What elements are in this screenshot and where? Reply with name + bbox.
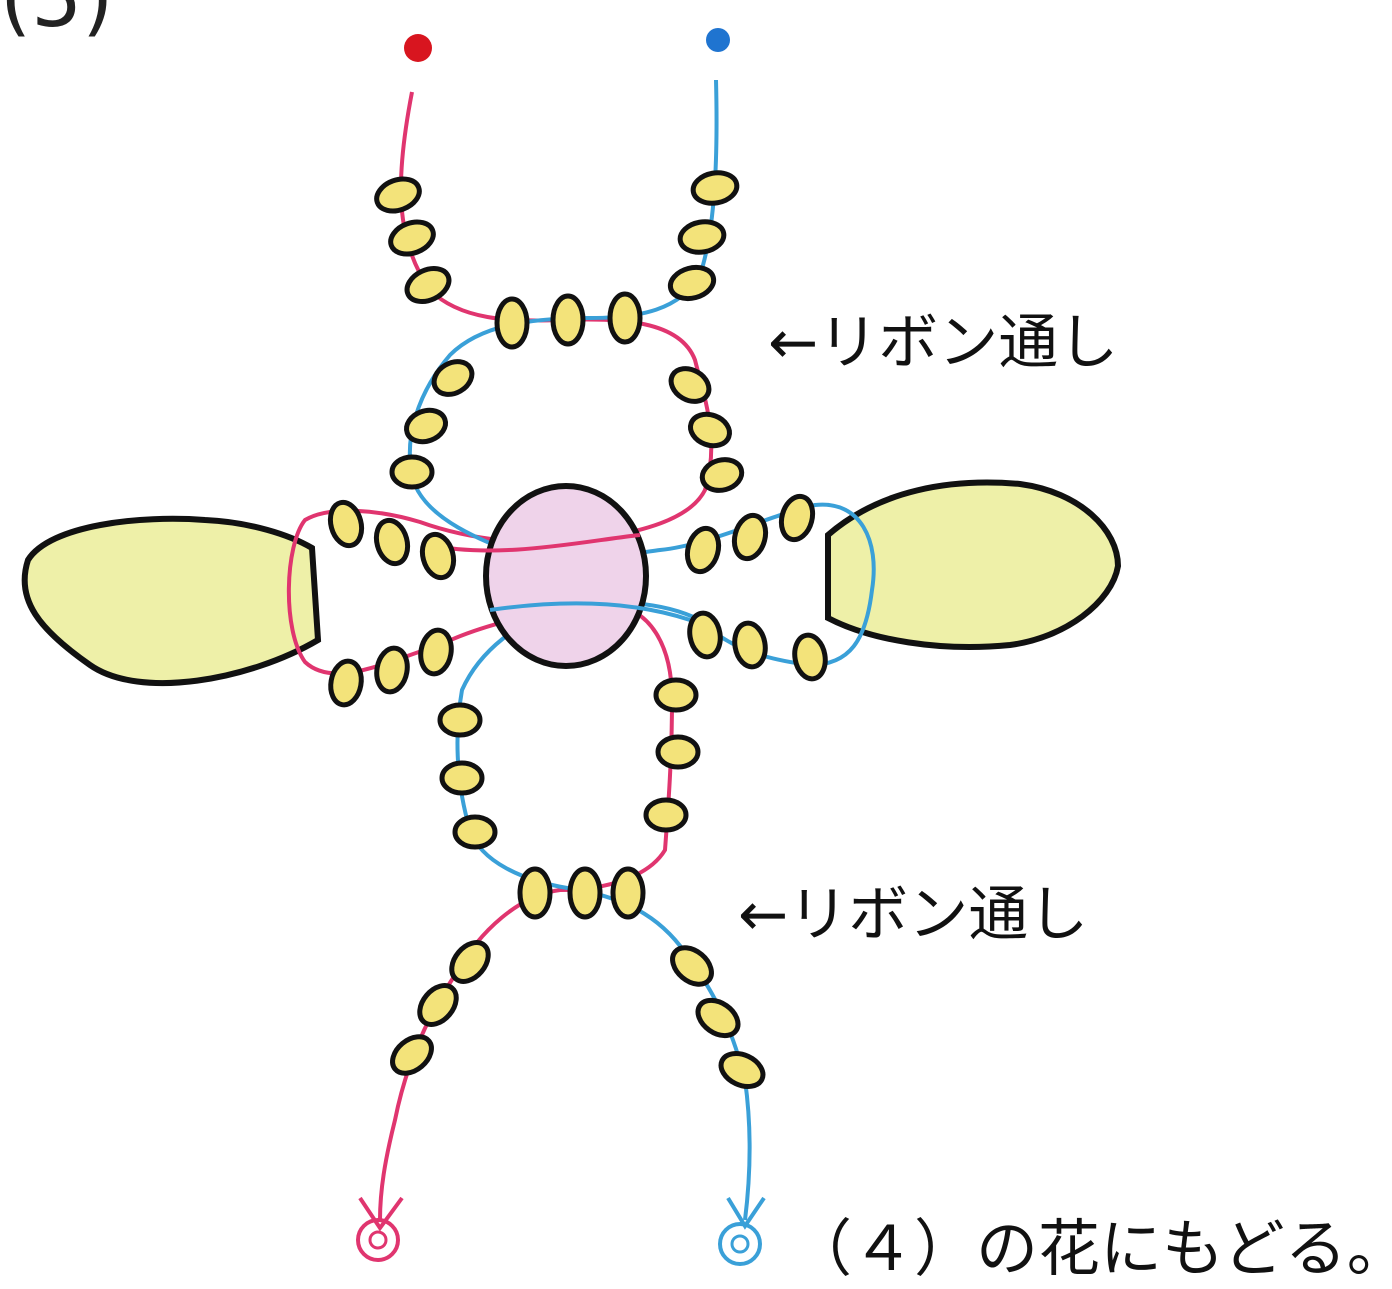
bead xyxy=(610,866,646,920)
bead xyxy=(449,940,491,984)
bead xyxy=(439,760,485,796)
red-end-ring-inner xyxy=(368,1230,388,1250)
bead xyxy=(718,1051,766,1089)
bead xyxy=(452,814,498,850)
bead xyxy=(677,219,727,255)
bead xyxy=(494,296,530,350)
bead xyxy=(699,457,745,493)
left-leaf xyxy=(21,515,322,687)
bead xyxy=(388,219,436,257)
return-to-flower-label: （４）の花にもどる。 xyxy=(790,1212,1392,1285)
bead xyxy=(643,797,689,833)
red-thread-center xyxy=(429,533,641,553)
red-arrowhead xyxy=(358,1196,404,1232)
right-leaf xyxy=(825,479,1122,650)
bead xyxy=(688,411,732,449)
bead xyxy=(684,525,722,575)
bead xyxy=(389,454,435,490)
blue-start-dot xyxy=(706,28,730,52)
bead xyxy=(687,610,723,660)
bead xyxy=(404,407,448,445)
bead xyxy=(607,291,643,345)
bead xyxy=(731,512,769,562)
bead xyxy=(374,645,410,695)
bead xyxy=(419,531,457,581)
bead xyxy=(732,620,768,670)
bead xyxy=(390,1034,434,1076)
blue-end-ring-inner xyxy=(730,1234,750,1254)
step-number: (5) xyxy=(0,0,113,45)
bead xyxy=(328,658,364,708)
blue-thread-center xyxy=(489,601,691,622)
seed-beads xyxy=(327,170,828,1089)
bead xyxy=(437,702,483,738)
bead xyxy=(418,627,454,677)
bead xyxy=(690,170,740,206)
ribbon-threading-label-bottom: ←リボン通し xyxy=(738,880,1089,950)
bead xyxy=(373,517,411,567)
ribbon-threading-label-top: ←リボン通し xyxy=(768,308,1119,378)
bead xyxy=(550,293,586,347)
bead xyxy=(517,866,553,920)
bead xyxy=(417,983,459,1027)
bead xyxy=(670,945,714,987)
red-end-ring-outer xyxy=(356,1218,400,1262)
bead xyxy=(778,493,816,543)
red-thread xyxy=(286,91,714,1221)
bead xyxy=(668,366,712,404)
bead xyxy=(695,997,741,1039)
bead xyxy=(404,266,452,304)
bead xyxy=(655,734,701,770)
bead xyxy=(374,176,422,214)
bead xyxy=(653,677,699,713)
bead xyxy=(667,264,717,302)
bead xyxy=(792,632,828,682)
bead xyxy=(431,359,475,397)
center-bead xyxy=(483,483,649,669)
red-start-dot xyxy=(404,34,432,62)
bead xyxy=(567,866,603,920)
blue-end-ring-outer xyxy=(718,1222,762,1266)
bead xyxy=(327,499,365,549)
